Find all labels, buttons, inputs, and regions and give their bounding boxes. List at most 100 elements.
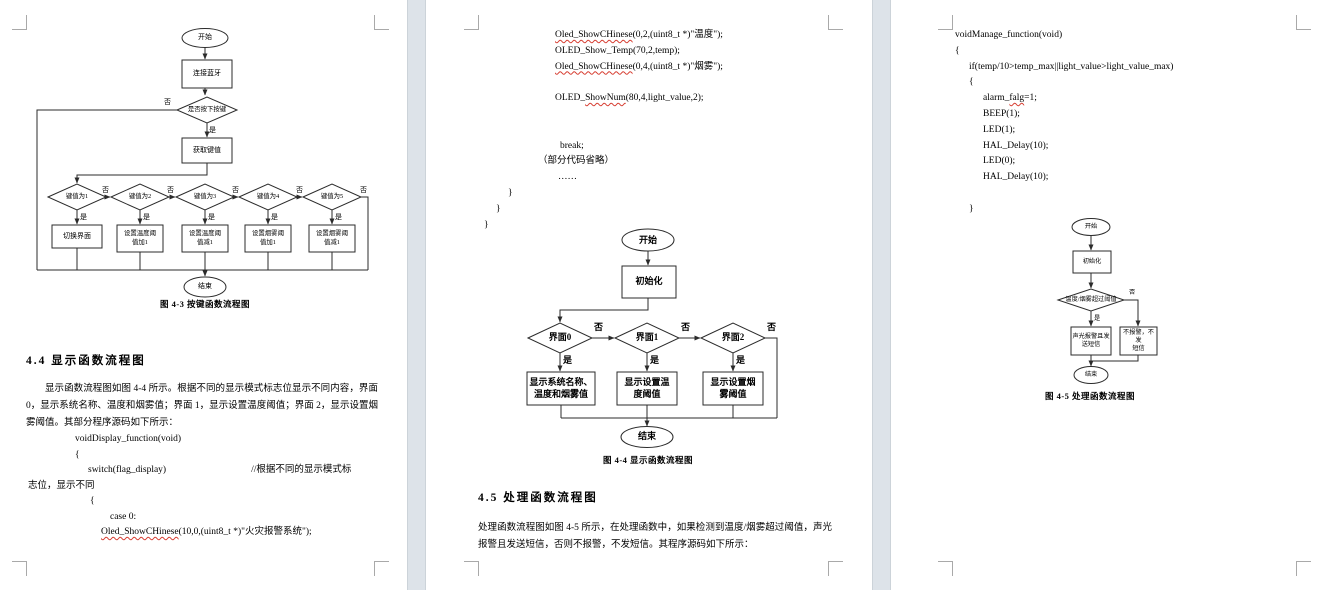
margin-mark [12,561,27,576]
code-token-spellcheck: ShowNum [585,93,626,104]
code-line: OLED_ShowNum(80,4,light_value,2); [478,91,723,107]
code-line: Oled_ShowCHinese(10,0,(uint8_t *)"火灾报警系统… [18,525,351,541]
fc-keys-a1-box: 切换界面 [63,231,91,240]
fc-keys-yes-label: 是 [208,213,215,221]
margin-mark [828,15,843,30]
code-token: (0,2,(uint8_t *)"温度"); [632,30,723,40]
code-line: case 0: [18,510,351,526]
fc-keys-getkey-box: 获取键值 [193,145,221,154]
code-line: break; [478,139,723,155]
fc-display-start: 开始 [638,234,657,245]
code-token: break; [560,140,584,151]
code-line: alarm_falg=1; [952,91,1173,107]
code-token-spellcheck: Oled_ShowCHinese [101,527,179,537]
code-token: //根据不同的显示模式标 [251,465,352,475]
fc-manage-yes-label: 是 [1094,315,1101,322]
fc-keys-no-label: 否 [167,186,174,194]
code-line: { [18,494,351,510]
fc-keys-k4-diamond: 键值为4 [256,192,280,200]
code-token: { [969,77,974,88]
section-heading-4-4: 4.4 显示函数流程图 [26,355,146,367]
code-token: voidManage_function(void) [955,30,1063,40]
fc-keys-no-label: 否 [164,98,171,106]
code-token: BEEP(1); [983,108,1020,119]
fc-keys-end: 结束 [198,282,212,291]
code-block-display-fn: voidDisplay_function(void){switch(flag_d… [18,432,351,541]
fc-keys-a3-box: 设置温度阈 值减1 [189,230,221,246]
fc-keys-no-label: 否 [232,186,239,194]
figure-caption: 图 4-4 显示函数流程图 [602,455,694,465]
code-line [478,107,723,123]
code-token: alarm_ [983,93,1010,104]
code-line: voidManage_function(void) [952,28,1173,44]
code-line [478,123,723,139]
code-line: HAL_Delay(10); [952,170,1173,186]
fc-manage-start: 开始 [1084,222,1098,230]
fc-keys-yes-label: 是 [335,213,342,221]
code-token-spellcheck: Oled_ShowCHinese [555,30,633,40]
code-line: } [478,218,723,234]
code-line: BEEP(1); [952,107,1173,123]
margin-mark [1296,15,1311,30]
figure-caption: 图 4-3 按键函数流程图 [159,299,251,309]
code-token: …… [558,172,577,183]
code-line: voidDisplay_function(void) [18,432,351,448]
fc-display-init-box: 初始化 [635,276,663,287]
code-line: LED(0); [952,154,1173,170]
flowchart-keys [37,29,368,298]
code-line: switch(flag_display) //根据不同的显示模式标 [18,463,351,479]
fc-keys-k1-diamond: 键值为1 [65,192,89,200]
margin-mark [828,561,843,576]
fc-manage-init-box: 初始化 [1082,257,1102,265]
code-block-display-fn-cont: Oled_ShowCHinese(0,2,(uint8_t *)"温度"); OL… [478,28,723,233]
fc-manage-alarm-box: 声光报警且发 送短信 [1072,332,1110,348]
margin-mark [938,15,953,30]
fc-display-yes-label: 是 [650,355,660,365]
fc-manage-cond-diamond: 温度/烟雾超过阈值 [1065,295,1117,303]
fc-keys-no-label: 否 [102,186,109,194]
page-gap [872,0,891,590]
fc-display-b2-box: 显示设置烟 雾阈值 [710,376,756,399]
fc-keys-connect-box: 连接蓝牙 [193,69,221,78]
code-line: Oled_ShowCHinese(0,4,(uint8_t *)"烟雾"); [478,60,723,76]
code-line: OLED_Show_Temp(70,2,temp); [478,44,723,60]
code-line: HAL_Delay(10); [952,139,1173,155]
code-token: (80,4,light_value,2); [625,93,704,104]
fc-display-yes-label: 是 [736,355,746,365]
code-token: voidDisplay_function(void) [75,434,182,444]
fc-keys-pressed-diamond: 是否按下按键 [187,105,227,113]
code-token: HAL_Delay(10); [983,140,1049,151]
code-line: { [18,448,351,464]
code-line: } [952,202,1173,218]
fc-keys-yes-label: 是 [271,213,278,221]
code-token: { [955,45,960,56]
code-token: LED(1); [983,124,1016,135]
code-token: HAL_Delay(10); [983,172,1049,183]
margin-mark [1296,561,1311,576]
fc-keys-yes-label: 是 [143,213,150,221]
fc-keys-yes-label: 是 [80,213,87,221]
fc-manage-noalarm-box: 不报警，不发 短信 [1123,328,1154,353]
code-token-spellcheck: falg [1009,93,1025,104]
fc-keys-a2-box: 设置温度阈 值加1 [124,230,156,246]
code-line: } [478,186,723,202]
margin-mark [464,15,479,30]
fc-display-no-label: 否 [594,322,604,332]
fc-display-no-label: 否 [681,322,691,332]
code-block-manage-fn: voidManage_function(void){if(temp/10>tem… [952,28,1173,218]
code-token: (0,4,(uint8_t *)"烟雾"); [632,61,723,72]
code-token: switch(flag_display) [88,465,167,475]
code-line: LED(1); [952,123,1173,139]
section-paragraph-4-5: 处理函数流程图如图 4-5 所示，在处理函数中，如果检测到温度/烟雾超过阈值，声… [478,523,832,550]
code-line: （部分代码省略） [478,154,723,170]
fc-display-b1-box: 显示设置温 度阈值 [624,376,670,399]
code-line: if(temp/10>temp_max||light_value>light_v… [952,60,1173,76]
fc-keys-k5-diamond: 键值为5 [320,192,344,200]
flowchart-manage [1058,219,1157,384]
code-token: =1; [1024,93,1037,104]
code-token: OLED_ [555,93,586,104]
fc-keys-yes-label: 是 [209,126,216,134]
fc-display-d1-diamond: 界面1 [635,332,659,343]
fc-display-d2-diamond: 界面2 [721,332,745,343]
code-token: } [484,219,489,230]
